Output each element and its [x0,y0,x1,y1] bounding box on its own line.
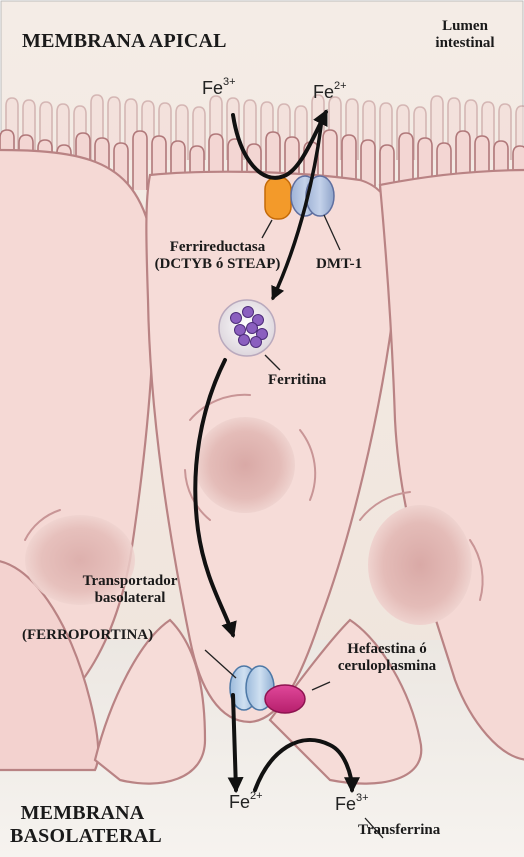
transporter-label-line1: Transportador [60,573,200,590]
ferritin-particle [251,337,262,348]
basolateral-membrane-label: MEMBRANA BASOLATERAL [10,802,155,848]
transporter-label: Transportador basolateral [60,573,200,607]
ferrireductase-protein [265,177,291,219]
fe3-ion-basal: Fe3+ [335,794,369,815]
hephaestin-label-line2: ceruloplasmina [312,658,462,675]
nucleus [195,417,295,513]
hephaestin-protein [265,685,305,713]
hephaestin-label: Hefaestina ó ceruloplasmina [312,641,462,675]
hephaestin-label-line1: Hefaestina ó [312,641,462,658]
nucleus [368,505,472,625]
ferritin-particle [231,313,242,324]
fe3-ion-apical: Fe3+ [202,78,236,99]
apical-membrane-label: MEMBRANA APICAL [22,30,227,53]
dmt1-label: DMT-1 [316,256,362,273]
ferritin-particle [243,307,254,318]
fe2-ion-basal: Fe2+ [229,792,263,813]
ferrireductase-label: Ferrireductasa (DCTYB ó STEAP) [125,239,310,273]
ferritin-particle [239,335,250,346]
ferrireductase-label-line2: (DCTYB ó STEAP) [125,256,310,273]
ferritin-particle [235,325,246,336]
basolateral-label-line1: MEMBRANA [10,802,155,825]
lumen-label-line1: Lumen [415,18,515,35]
ferritin-vesicle [219,300,275,356]
fe2-ion-apical: Fe2+ [313,82,347,103]
transferrin-label: Transferrina [358,822,440,839]
ferrireductase-label-line1: Ferrireductasa [125,239,310,256]
transporter-label-line2: basolateral [60,590,200,607]
basolateral-label-line2: BASOLATERAL [10,825,155,848]
lumen-label-line2: intestinal [415,35,515,52]
ferritin-label: Ferritina [268,372,326,389]
lumen-label: Lumen intestinal [415,18,515,52]
microvillus [133,131,147,190]
ferroportin-label: (FERROPORTINA) [22,627,153,644]
ferritin-particle [247,323,258,334]
